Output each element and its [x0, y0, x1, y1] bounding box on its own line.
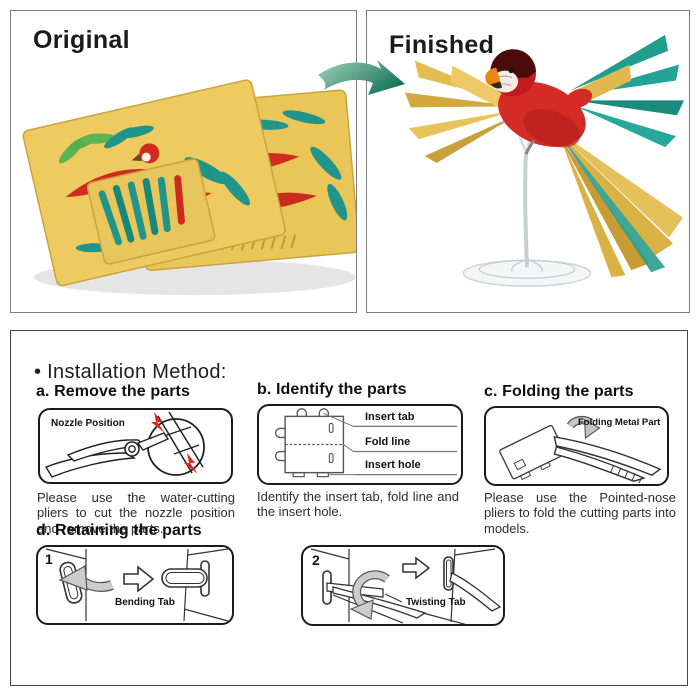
step-b-title: b. Identify the parts [257, 381, 407, 398]
insert-hole-label: Insert hole [365, 459, 421, 471]
step-c-title: c. Folding the parts [484, 383, 634, 400]
bending-tab-illustration [45, 548, 229, 622]
pliers-cutting-illustration [44, 411, 205, 478]
step-b-caption: Identify the insert tab, fold line and t… [257, 489, 459, 520]
step-c-caption: Please use the Pointed-nose pliers to fo… [484, 490, 676, 536]
installation-panel: • Installation Method: a. Remove the par… [10, 330, 688, 686]
pliers-folding-illustration [499, 415, 662, 484]
bending-tab-label: Bending Tab [115, 597, 175, 608]
insert-tab-label: Insert tab [365, 411, 415, 423]
part-anatomy-illustration [274, 408, 457, 478]
step-a-caption: Please use the water-cutting pliers to c… [37, 490, 235, 536]
step-b-diagram: Insert tab Fold line Insert hole [257, 404, 463, 485]
step-a-diagram: Nozzle Position [38, 408, 233, 484]
finished-panel: Finished [366, 10, 690, 313]
finished-title: Finished [389, 31, 495, 59]
transform-arrow-icon [318, 60, 405, 95]
step-a-title: a. Remove the parts [36, 383, 190, 400]
twisting-tab-label: Twisting Tab [406, 597, 466, 608]
original-title: Original [33, 26, 130, 54]
twisting-tab-illustration [310, 548, 502, 624]
original-panel: Original [10, 10, 357, 313]
option2-number: 2 [312, 552, 320, 568]
folding-metal-part-label: Folding Metal Part [578, 417, 661, 428]
step-d-option2-diagram: 2 Twisting Tab [301, 545, 505, 626]
step-d-option1-diagram: 1 Bending Tab [36, 545, 234, 625]
fold-line-label: Fold line [365, 436, 411, 448]
nozzle-position-label: Nozzle Position [51, 418, 125, 429]
parrot-model-illustration [404, 34, 684, 287]
option1-number: 1 [45, 551, 53, 567]
step-d-title: d. Retaining the parts [36, 522, 202, 539]
step-c-diagram: Folding Metal Part [484, 406, 669, 486]
installation-heading: • Installation Method: [34, 361, 227, 383]
metal-sheets-illustration [22, 79, 356, 296]
